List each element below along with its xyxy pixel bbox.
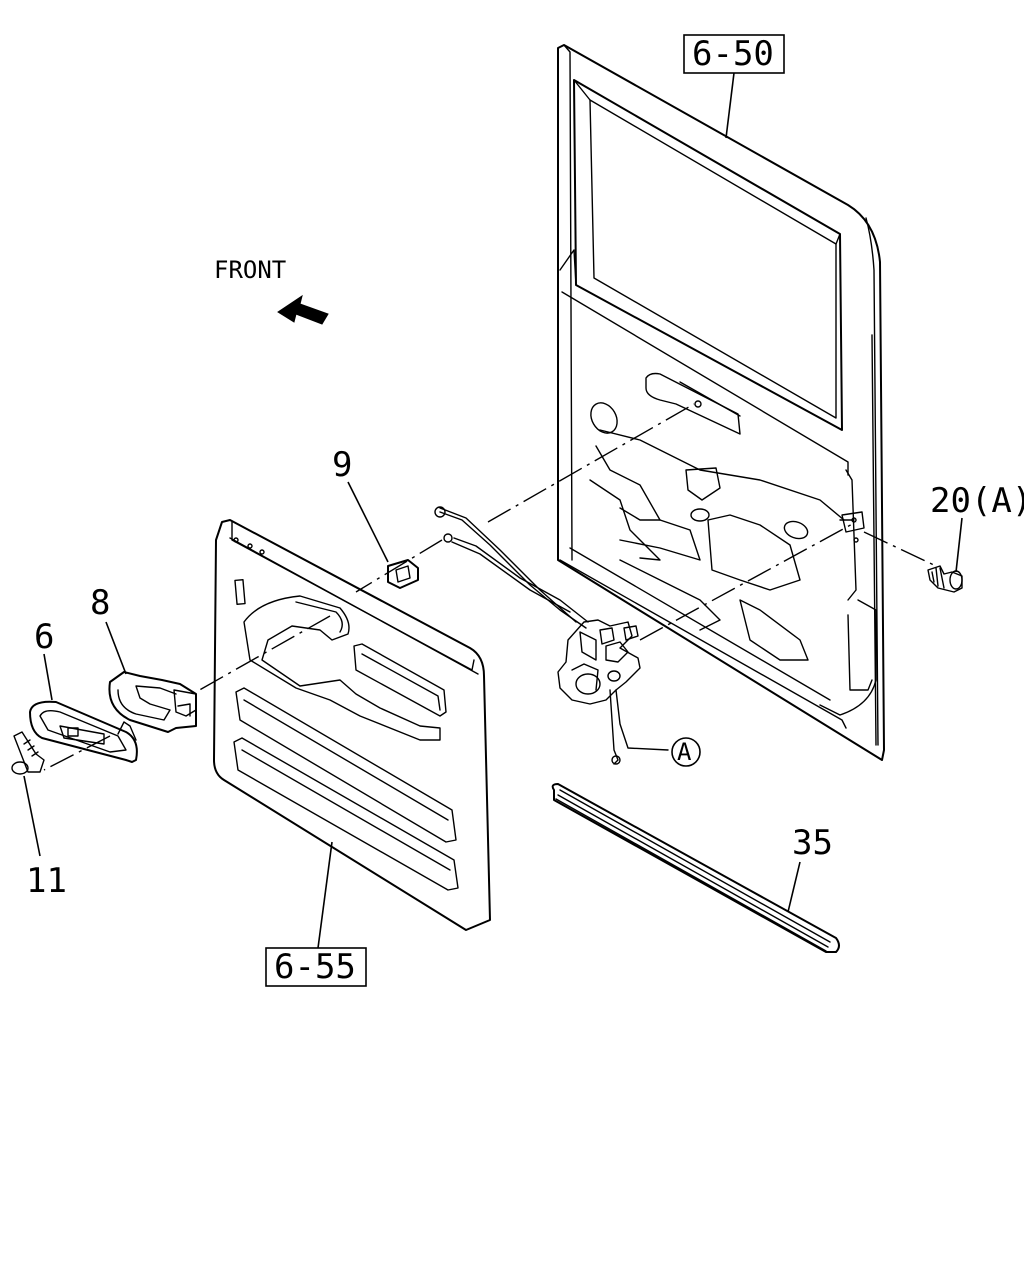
door-shell: [557, 44, 885, 761]
connection-a-callout: A: [671, 737, 701, 767]
escutcheon-6: 6: [29, 617, 138, 763]
bolt-20a-label: 20(A): [930, 481, 1024, 521]
screw-11: 11: [11, 731, 67, 901]
lock-assembly: [434, 506, 669, 765]
cap-9-label: 9: [332, 445, 352, 485]
front-direction-label: FRONT: [214, 256, 286, 284]
inside-handle-8: 8: [90, 583, 197, 733]
trim-ref-label: 6-55: [274, 947, 356, 987]
cap-9: 9: [332, 445, 419, 589]
trim-ref-callout: 6-55: [265, 841, 367, 987]
weatherstrip-35-label: 35: [792, 823, 833, 863]
door-ref-callout: 6-50: [683, 34, 785, 139]
front-arrow-icon: [277, 294, 329, 325]
door-trim-panel: [213, 519, 491, 931]
weatherstrip-35: 35: [551, 783, 840, 953]
escutcheon-6-label: 6: [34, 617, 54, 657]
door-ref-label: 6-50: [692, 34, 774, 74]
bolt-20a: 20(A): [927, 481, 1024, 593]
handle-8-label: 8: [90, 583, 110, 623]
circle-a-label: A: [677, 738, 692, 766]
screw-11-label: 11: [26, 861, 67, 901]
